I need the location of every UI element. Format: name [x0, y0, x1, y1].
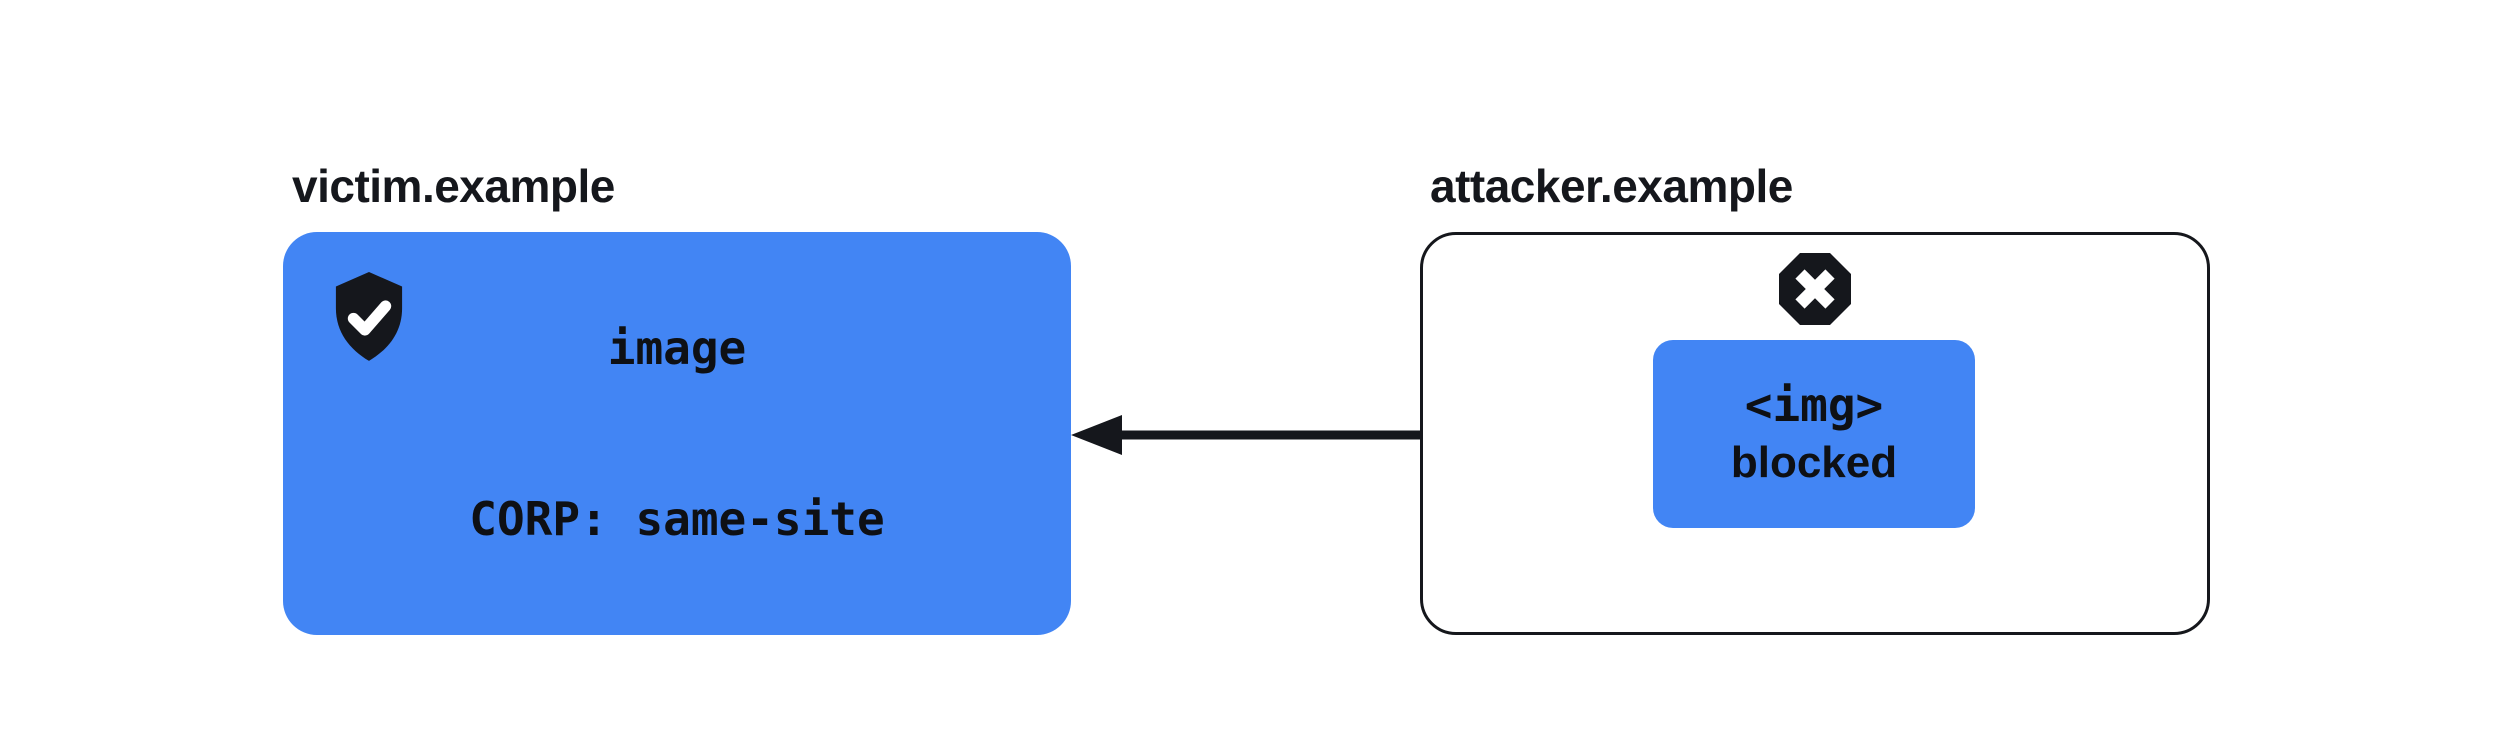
resource-type-line: image [607, 320, 747, 375]
img-tag-text: <img> [1744, 378, 1884, 432]
octagon-x-icon [1779, 253, 1851, 325]
img-request-box: <img> blocked [1653, 340, 1975, 528]
attacker-page-box: <img> blocked [1420, 232, 2210, 635]
victim-resource-text: image CORP: same-site [469, 206, 884, 662]
victim-resource-box: image CORP: same-site [283, 232, 1071, 635]
blocked-request-arrow [1071, 415, 1653, 455]
attacker-domain-label: attacker.example [1430, 160, 1793, 212]
blocked-status-text: blocked [1730, 438, 1898, 487]
shield-check-icon [335, 272, 403, 361]
corp-header-line: CORP: same-site [469, 491, 885, 546]
victim-domain-label: victim.example [292, 160, 615, 212]
